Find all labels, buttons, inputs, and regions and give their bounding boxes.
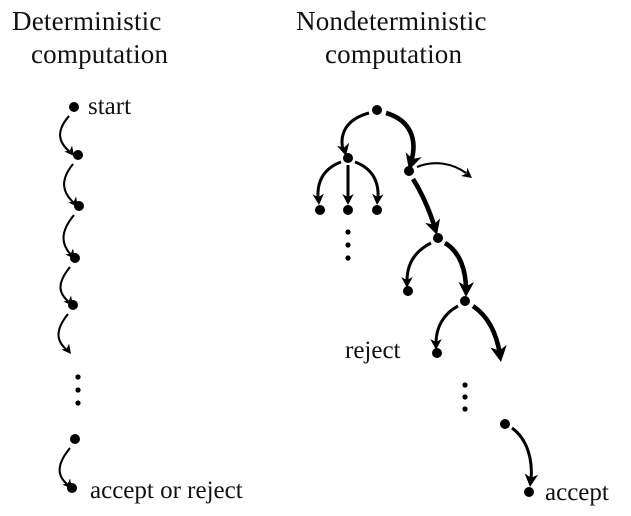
nd-edge-root-left	[340, 111, 370, 151]
heading-nondeterministic-line2: computation	[325, 39, 462, 69]
det-node-2	[73, 150, 83, 160]
nd-edge-r2-right-arrowhead	[458, 281, 475, 297]
nd-vertical-ellipsis-right-dot-2	[462, 394, 468, 400]
nd-node-lower	[500, 419, 510, 429]
nd-node-leaf-c	[372, 205, 382, 215]
det-edge-5	[57, 313, 69, 351]
start-label: start	[88, 93, 131, 120]
det-edge-1-arrowhead-shape	[64, 145, 74, 156]
nd-edge-root-left-arrowhead	[337, 142, 350, 156]
nd-vertical-ellipsis-left-dot-2	[345, 242, 351, 248]
nd-vertical-ellipsis-right-dot-3	[462, 406, 468, 412]
node-label-group: start accept or reject reject accept	[88, 93, 609, 506]
nd-node-right-2	[433, 233, 443, 243]
det-edge-1-arrowhead	[64, 145, 74, 156]
nd-node-reject	[432, 348, 442, 358]
det-node-3	[74, 201, 84, 211]
nd-vertical-ellipsis-right-dot-1	[462, 382, 468, 388]
det-edge-5-arrowhead	[61, 343, 71, 354]
det-edge-3	[62, 214, 75, 256]
nd-node-leaf-b	[343, 205, 353, 215]
det-edge-4	[59, 266, 71, 303]
nd-edge-r2-left	[405, 241, 432, 282]
det-node-final	[67, 483, 77, 493]
nd-edge-r3-left	[434, 304, 459, 344]
det-vertical-ellipsis-dot-3	[75, 400, 81, 406]
det-node-5	[68, 300, 78, 310]
heading-nondeterministic-line1: Nondeterministic	[296, 6, 487, 36]
det-vertical-ellipsis-dot-1	[75, 374, 81, 380]
det-vertical-ellipsis-dot-2	[75, 387, 81, 393]
det-edge-2	[63, 163, 75, 204]
nd-edge-root-right-arrowhead	[405, 152, 422, 170]
nd-edge-l1-b-arrowhead-shape	[342, 194, 354, 205]
nd-edge-root-right-arrowhead-shape	[405, 152, 422, 170]
nondeterministic-computation-tree	[312, 105, 539, 497]
det-node-4	[70, 253, 80, 263]
nd-edge-lower-accept-arrowhead-shape	[524, 473, 539, 487]
nd-edge-r3-right	[471, 304, 503, 356]
nd-edge-r3-left-arrowhead	[430, 339, 442, 350]
det-node-start	[69, 102, 79, 112]
nd-edge-r2-right-arrowhead-shape	[458, 281, 475, 297]
nd-node-root	[372, 105, 382, 115]
nd-vertical-ellipsis-left-dot-3	[345, 255, 351, 261]
nd-node-right-1	[404, 166, 414, 176]
heading-deterministic-line2: computation	[31, 39, 168, 69]
nd-edge-r1-dead-arrowhead-shape	[460, 167, 472, 178]
det-edge-5-arrowhead-shape	[61, 343, 71, 354]
det-edge-1	[59, 115, 71, 153]
nd-edge-l1-c-arrowhead	[372, 193, 384, 205]
heading-deterministic: Deterministic computation	[12, 6, 168, 69]
nd-edge-l1-c	[354, 160, 380, 199]
nd-edge-r3-left-arrowhead-shape	[430, 339, 442, 350]
accept-or-reject-label: accept or reject	[90, 477, 243, 504]
nd-edge-r3-right-arrowhead-shape	[490, 344, 507, 362]
nd-edge-r1-dead-arrowhead	[460, 167, 472, 178]
nd-edge-r2-left-arrowhead	[401, 277, 413, 288]
nd-edge-r2-right	[443, 241, 469, 291]
deterministic-computation-chain	[57, 102, 84, 493]
nd-edge-lower-accept	[511, 426, 533, 481]
nd-edge-root-right	[385, 110, 416, 163]
nd-node-reject-leaf	[403, 286, 413, 296]
nd-vertical-ellipsis-left-dot-1	[345, 229, 351, 235]
nd-edge-l1-a-arrowhead-shape	[312, 193, 324, 205]
reject-label: reject	[345, 337, 401, 364]
nd-edge-r1-dead	[416, 162, 467, 174]
nd-node-accept	[524, 487, 534, 497]
nd-edge-r2-left-arrowhead-shape	[401, 277, 413, 288]
nd-node-left-1	[343, 153, 353, 163]
nd-edge-r1-down	[411, 177, 438, 229]
nd-edge-l1-b-arrowhead	[342, 194, 354, 205]
det-edge-6	[58, 447, 71, 486]
heading-nondeterministic: Nondeterministic computation	[296, 6, 487, 69]
nd-edge-root-left-arrowhead-shape	[337, 142, 350, 156]
nd-node-leaf-a	[315, 205, 325, 215]
accept-label: accept	[545, 479, 609, 506]
nd-edge-r1-down-arrowhead-shape	[425, 218, 441, 235]
nd-edge-r1-down-arrowhead	[425, 218, 441, 235]
nd-edge-lower-accept-arrowhead	[524, 473, 539, 487]
nd-edge-l1-a	[316, 160, 342, 199]
det-node-6	[70, 434, 80, 444]
nd-edge-r3-right-arrowhead	[490, 344, 507, 362]
nd-node-right-3	[460, 296, 470, 306]
nd-edge-l1-a-arrowhead	[312, 193, 324, 205]
heading-deterministic-line1: Deterministic	[12, 6, 162, 36]
nd-edge-l1-c-arrowhead-shape	[372, 193, 384, 205]
